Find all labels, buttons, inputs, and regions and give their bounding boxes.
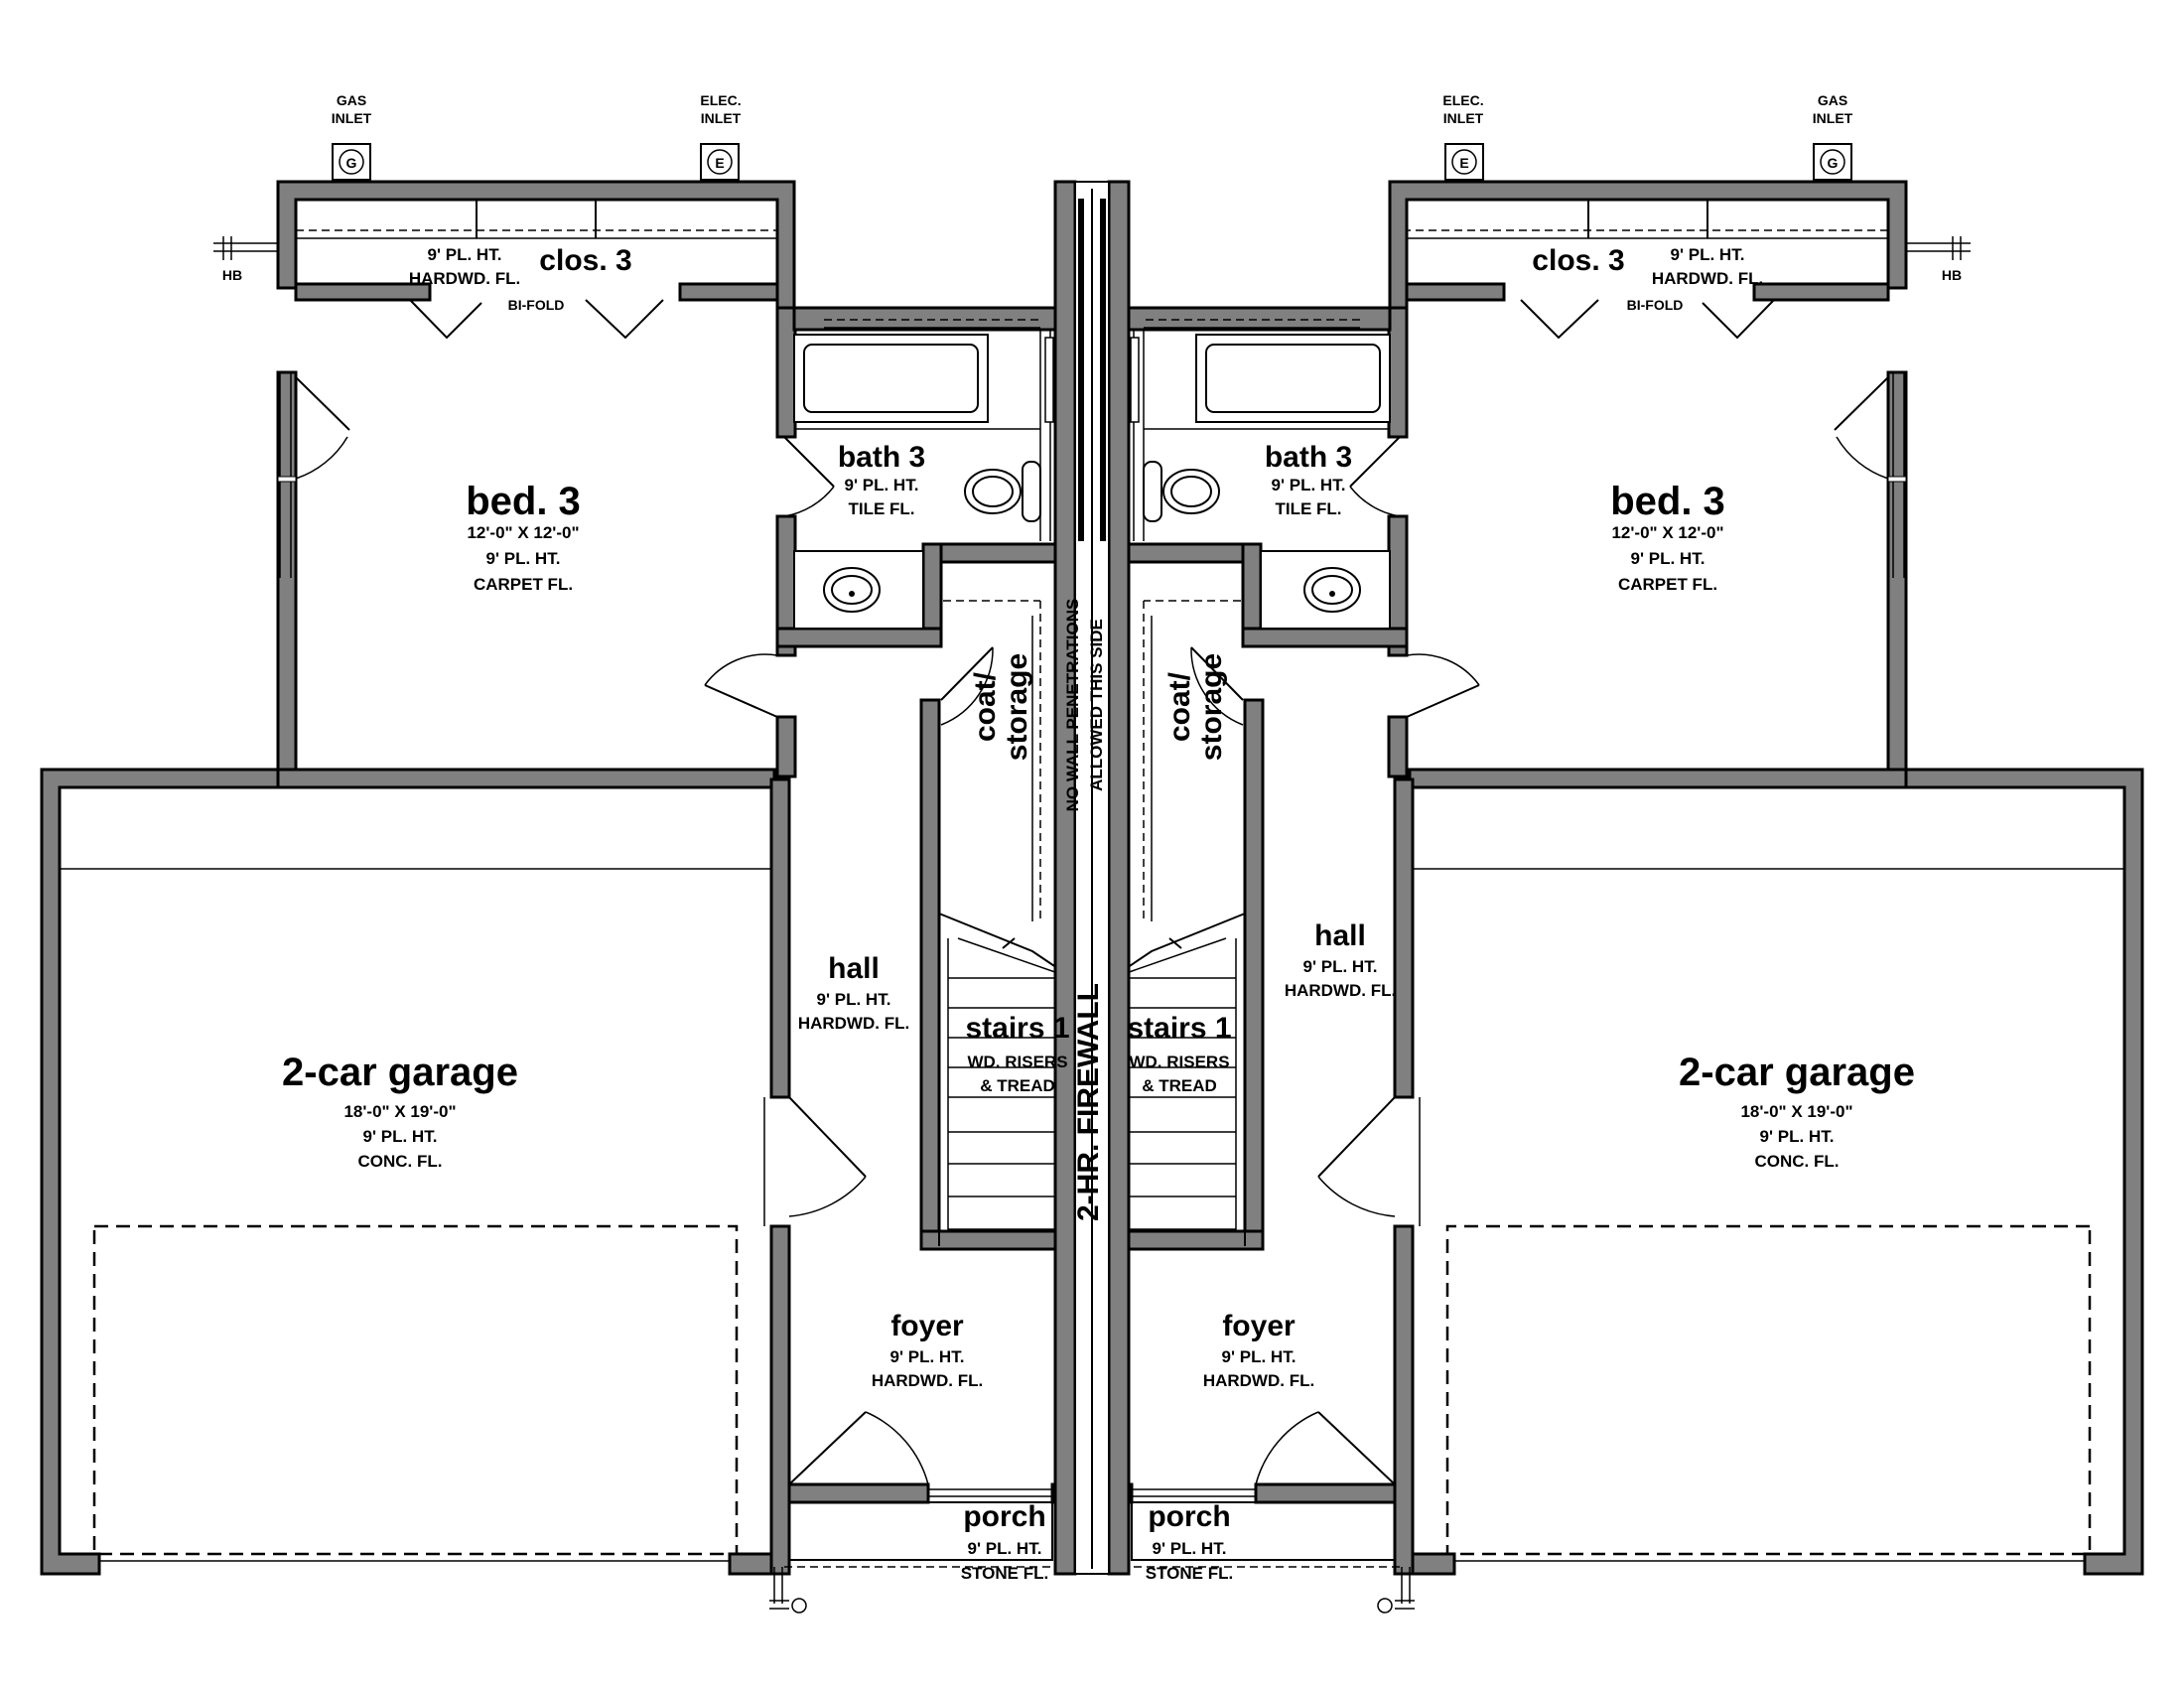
coat-line1-right: coat/ [1163,671,1196,742]
foyer-floor-right: HARDWD. FL. [1203,1371,1314,1390]
bath3-floor-left: TILE FL. [848,499,914,518]
bifold-right: BI-FOLD [1627,297,1684,313]
garage-name-left: 2-car garage [282,1051,518,1094]
clos3-floor-right: HARDWD. FL. [1652,269,1763,288]
hall-floor-left: HARDWD. FL. [798,1014,909,1033]
bed3-name-right: bed. 3 [1610,480,1725,523]
hall-height-left: 9' PL. HT. [817,990,891,1009]
bed3-height-left: 9' PL. HT. [486,549,561,568]
clos3-floor-left: HARDWD. FL. [409,269,520,288]
unit-right [1105,142,2144,1615]
porch-floor-left: STONE FL. [961,1564,1048,1583]
bifold-left: BI-FOLD [508,297,565,313]
elec-inlet-label-right: ELEC.INLET [1442,92,1483,126]
firewall-left [1053,180,1077,1576]
porch-floor-right: STONE FL. [1146,1564,1233,1583]
foyer-floor-left: HARDWD. FL. [872,1371,983,1390]
bath3-name-left: bath 3 [838,441,925,474]
bed3-floor-left: CARPET FL. [474,575,573,594]
elec-inlet-label-left: ELEC.INLET [700,92,741,126]
bath3-floor-right: TILE FL. [1275,499,1341,518]
stairs-tread-left: & TREAD [980,1076,1055,1095]
stairs-name-right: stairs 1 [1127,1012,1231,1045]
firewall-note-line1: NO WALL PENETRATIONS [1063,599,1082,812]
porch-height-right: 9' PL. HT. [1153,1539,1227,1558]
stairs-risers-right: WD. RISERS [1129,1053,1229,1071]
firewall-label: 2-HR. FIREWALL [1072,983,1105,1221]
garage-floor-right: CONC. FL. [1755,1152,1840,1171]
gas-symbol-left: G [346,155,357,171]
bed3-dims-right: 12'-0" X 12'-0" [1611,523,1723,542]
bed3-height-right: 9' PL. HT. [1631,549,1706,568]
bed3-floor-right: CARPET FL. [1618,575,1717,594]
coat-line2-left: storage [1001,653,1033,761]
clos3-name-right: clos. 3 [1532,244,1624,277]
coat-line1-left: coat/ [969,671,1002,742]
clos3-height-left: 9' PL. HT. [428,245,502,264]
bed3-dims-left: 12'-0" X 12'-0" [467,523,579,542]
clos3-name-left: clos. 3 [539,244,631,277]
hall-name-right: hall [1314,919,1366,952]
foyer-height-right: 9' PL. HT. [1222,1347,1297,1366]
garage-height-left: 9' PL. HT. [363,1127,438,1146]
hose-bib-left: HB [222,267,242,283]
hose-bib-right: HB [1942,267,1962,283]
bed3-name-left: bed. 3 [466,480,581,523]
bath3-name-right: bath 3 [1265,441,1352,474]
stairs-risers-left: WD. RISERS [967,1053,1067,1071]
garage-floor-left: CONC. FL. [358,1152,443,1171]
porch-name-left: porch [963,1500,1045,1533]
garage-height-right: 9' PL. HT. [1760,1127,1835,1146]
hall-name-left: hall [828,952,880,985]
stairs-tread-right: & TREAD [1142,1076,1217,1095]
elec-symbol-right: E [1459,155,1468,171]
garage-dims-left: 18'-0" X 19'-0" [343,1102,456,1121]
firewall-note-line2: ALLOWED THIS SIDE [1087,619,1106,791]
hall-height-right: 9' PL. HT. [1303,957,1378,976]
foyer-name-right: foyer [1222,1310,1296,1342]
gas-symbol-right: G [1828,155,1839,171]
unit-left [40,142,1079,1615]
porch-height-left: 9' PL. HT. [968,1539,1042,1558]
bath3-height-right: 9' PL. HT. [1272,476,1346,494]
garage-name-right: 2-car garage [1679,1051,1915,1094]
bath3-height-left: 9' PL. HT. [845,476,919,494]
foyer-height-left: 9' PL. HT. [890,1347,965,1366]
porch-name-right: porch [1148,1500,1230,1533]
stairs-name-left: stairs 1 [965,1012,1069,1045]
coat-line2-right: storage [1195,653,1228,761]
hall-floor-right: HARDWD. FL. [1285,981,1396,1000]
elec-symbol-left: E [715,155,724,171]
firewall-right [1107,180,1131,1576]
foyer-name-left: foyer [890,1310,964,1342]
garage-dims-right: 18'-0" X 19'-0" [1740,1102,1852,1121]
clos3-height-right: 9' PL. HT. [1671,245,1745,264]
